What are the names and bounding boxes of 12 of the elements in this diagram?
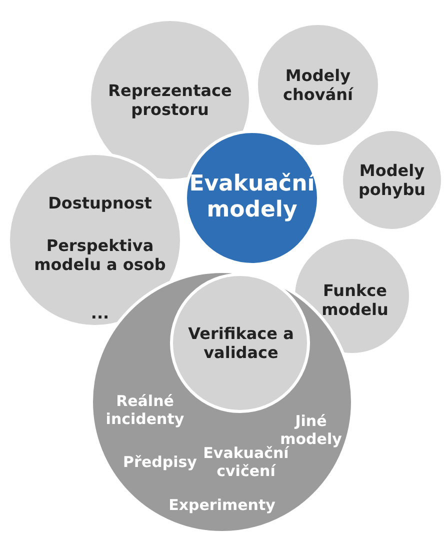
bubble-label: ... xyxy=(90,303,110,323)
bubble-label: Perspektiva modelu a osob xyxy=(33,236,167,274)
bubble-label: Funkce modelu xyxy=(320,280,390,320)
bubble-label: Verifikace a validace xyxy=(187,324,295,362)
bubble-label: Modely chování xyxy=(282,66,354,104)
bubble-label: Předpisy xyxy=(122,453,198,471)
bubble-label: Reprezentace prostoru xyxy=(107,80,233,120)
bubble-label: Dostupnost xyxy=(47,193,153,213)
bubble-label: Reálné incidenty xyxy=(104,392,186,428)
bubble-label: Experimenty xyxy=(168,496,276,514)
bubble-label: Evakuační modely xyxy=(188,172,316,224)
bubble-label: Modely pohybu xyxy=(357,160,427,200)
